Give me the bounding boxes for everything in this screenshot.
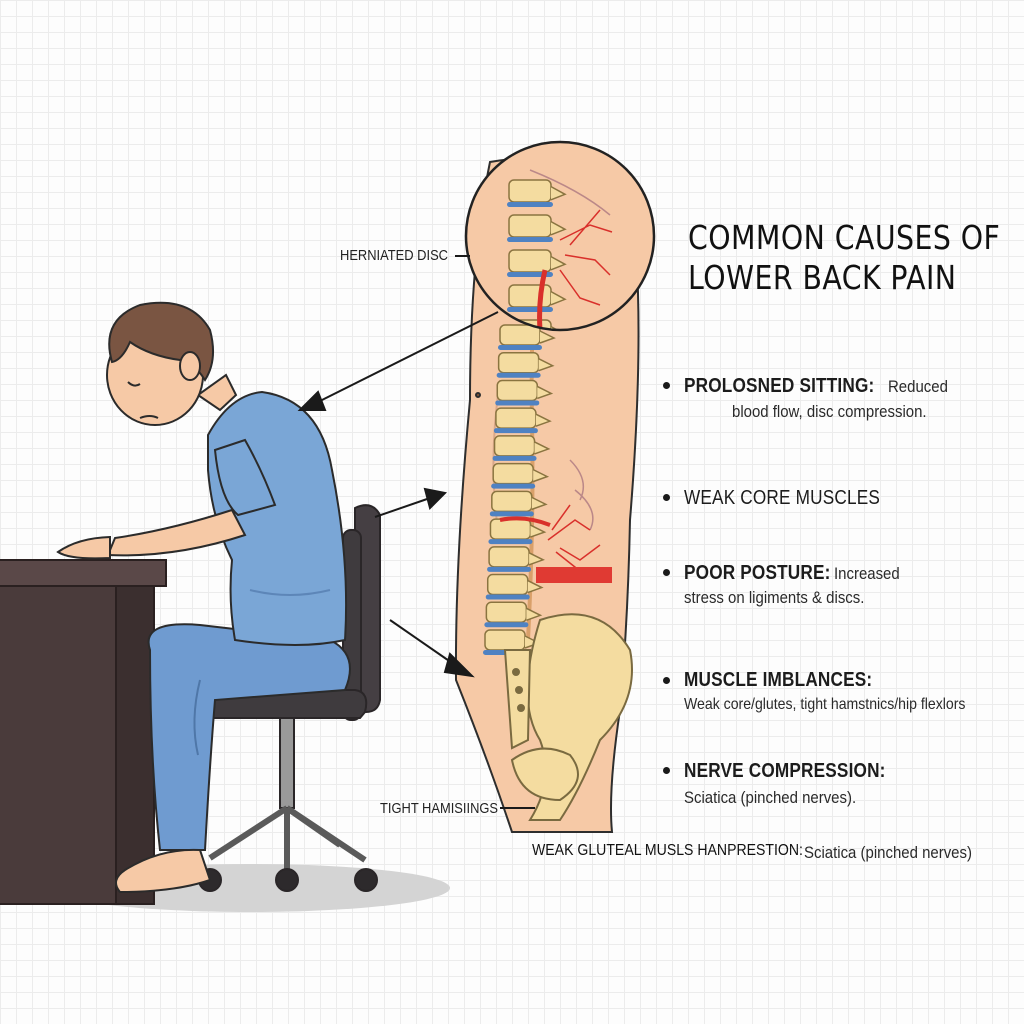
vertebra xyxy=(488,546,530,568)
pain-lines-lower xyxy=(547,504,601,576)
vertebra-process xyxy=(528,552,545,566)
cause-description: Reduced xyxy=(888,377,948,396)
cause-description: blood flow, disc compression. xyxy=(732,402,927,421)
vertebra xyxy=(496,379,539,402)
cause-poor-posture: POOR POSTURE: xyxy=(684,562,854,585)
title-line-2: LOWER BACK PAIN xyxy=(688,258,957,297)
intervertebral-disc xyxy=(507,237,553,242)
cause-nerve-compression: NERVE COMPRESSION: xyxy=(684,760,918,783)
page-title: COMMON CAUSES OF LOWER BACK PAIN xyxy=(688,218,1000,298)
vertebra xyxy=(508,249,552,273)
vertebra-process xyxy=(534,441,551,455)
zoom-circle-outline xyxy=(464,140,656,332)
intervertebral-disc xyxy=(507,202,553,207)
vertebra xyxy=(484,629,526,651)
vertebra-process xyxy=(531,496,548,511)
title-line-1: COMMON CAUSES OF xyxy=(688,218,1001,257)
intervertebral-disc xyxy=(496,372,541,378)
herniated-disc-bulge-lower xyxy=(499,516,551,527)
intervertebral-disc xyxy=(495,400,540,406)
desk xyxy=(0,559,167,905)
vertebra-process xyxy=(535,413,552,427)
seated-person xyxy=(56,301,351,894)
intervertebral-disc xyxy=(491,483,536,489)
intervertebral-disc xyxy=(488,539,533,545)
tight-hamstrings-label: TIGHT HAMISIINGS xyxy=(380,800,499,817)
cause-description: Weak core/glutes, tight hamstnics/hip fl… xyxy=(684,696,966,713)
bullet-icon xyxy=(663,494,670,501)
bottom-caption-description: Sciatica (pinched nerves) xyxy=(804,843,972,862)
cause-description: stress on ligiments & discs. xyxy=(684,588,865,607)
vertebra xyxy=(508,179,552,203)
vertebra-process xyxy=(539,330,556,344)
vertebra xyxy=(508,284,552,308)
vertebrae xyxy=(483,324,556,655)
pointer-arrows xyxy=(297,255,535,809)
vertebra xyxy=(497,351,540,374)
intervertebral-disc xyxy=(507,307,553,312)
vertebra-process xyxy=(530,524,547,538)
vertebra-process xyxy=(526,607,543,621)
vertebra xyxy=(492,462,534,485)
pain-band xyxy=(536,567,612,583)
vertebra xyxy=(495,407,537,429)
vertebra xyxy=(499,324,541,346)
bottom-caption: WEAK GLUTEAL MUSLS HANPRESTION: xyxy=(532,842,840,860)
bullet-icon xyxy=(663,677,670,684)
cause-heading: MUSCLE IMBLANCES: xyxy=(684,669,873,691)
cause-description: Increased xyxy=(834,564,900,583)
intervertebral-disc xyxy=(492,455,537,461)
vertebra-process xyxy=(532,468,550,483)
intervertebral-disc xyxy=(484,622,529,628)
vertebra xyxy=(489,518,532,540)
pelvis xyxy=(503,613,633,821)
vertebra-process xyxy=(527,579,544,594)
cause-heading: POOR POSTURE: xyxy=(684,562,831,584)
vertebra xyxy=(491,490,533,513)
herniated-disc-label: HERNIATED DISC xyxy=(340,247,448,264)
vertebra xyxy=(508,214,552,238)
intervertebral-disc xyxy=(487,566,532,572)
vertebra-process xyxy=(550,220,567,236)
cause-prolonged-sitting: PROLOSNED SITTING: xyxy=(684,375,905,398)
cause-heading: NERVE COMPRESSION: xyxy=(684,760,886,782)
vertebra-process xyxy=(550,255,567,271)
intervertebral-disc xyxy=(493,428,538,434)
vertebra xyxy=(486,573,529,596)
vertebra xyxy=(485,601,528,624)
intervertebral-disc xyxy=(489,511,534,517)
vertebra-process xyxy=(550,290,567,306)
intervertebral-disc xyxy=(485,594,530,600)
bullet-icon xyxy=(663,382,670,389)
bottom-caption-heading: WEAK GLUTEAL MUSLS HANPRESTION: xyxy=(532,842,803,859)
vertebra xyxy=(493,435,536,457)
cause-muscle-imbalances: MUSCLE IMBLANCES: xyxy=(684,669,903,692)
bullet-icon xyxy=(663,767,670,774)
bullet-icon xyxy=(663,569,670,576)
cause-weak-core: WEAK CORE MUSCLES xyxy=(684,487,912,510)
cause-description: Sciatica (pinched nerves). xyxy=(684,788,857,807)
vertebra-process xyxy=(550,185,567,201)
intervertebral-disc xyxy=(498,345,542,350)
cause-heading: PROLOSNED SITTING: xyxy=(684,375,875,397)
vertebra-process xyxy=(536,385,554,400)
vertebra-process xyxy=(538,358,555,372)
cause-heading: WEAK CORE MUSCLES xyxy=(684,487,880,509)
